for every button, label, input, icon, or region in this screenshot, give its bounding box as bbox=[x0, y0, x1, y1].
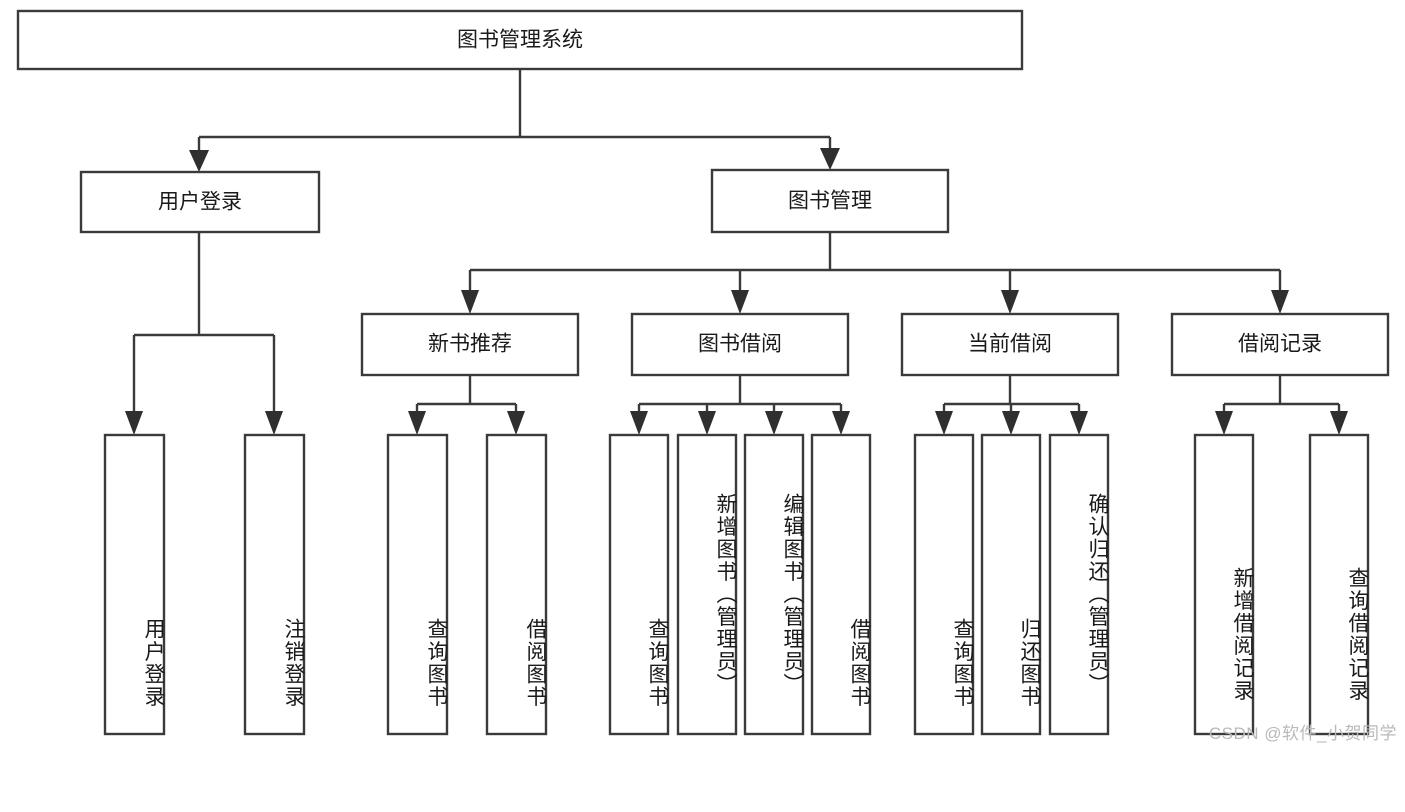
node-book-manage-box[interactable] bbox=[710, 168, 950, 234]
leaf-box-borrow-book-2[interactable] bbox=[810, 433, 872, 736]
node-current-borrow-box[interactable] bbox=[900, 312, 1120, 377]
diagram-canvas: 图书管理系统 用户登录 图书管理 新书推荐 图书借阅 当前借阅 借阅记录 bbox=[16, 9, 1390, 736]
arrowhead-leaf-query-book-3 bbox=[935, 411, 953, 435]
leaf-box-add-record[interactable] bbox=[1193, 433, 1255, 736]
arrowhead-user-login bbox=[189, 150, 209, 172]
leaf-box-edit-book[interactable] bbox=[743, 433, 805, 736]
node-book-manage-label: 图书管理 bbox=[788, 190, 872, 213]
arrowhead-leaf-confirm-return bbox=[1070, 411, 1088, 435]
node-current-borrow-label: 当前借阅 bbox=[968, 333, 1052, 356]
leaf-box-user-login[interactable] bbox=[103, 433, 166, 736]
node-user-login-box[interactable] bbox=[79, 170, 321, 234]
leaf-box-query-book-1[interactable] bbox=[386, 433, 449, 736]
node-layer: 图书管理系统 用户登录 图书管理 新书推荐 图书借阅 当前借阅 借阅记录 bbox=[16, 9, 1390, 736]
node-borrow-record-label: 借阅记录 bbox=[1238, 333, 1322, 356]
node-book-borrow-label: 图书借阅 bbox=[698, 333, 782, 356]
arrowhead-book-borrow bbox=[731, 290, 749, 314]
node-root-box[interactable] bbox=[16, 9, 1024, 71]
arrowhead-leaf-user-login bbox=[125, 411, 143, 435]
leaf-box-add-book[interactable] bbox=[676, 433, 738, 736]
arrowhead-leaf-return-book bbox=[1002, 411, 1020, 435]
node-user-login-label: 用户登录 bbox=[158, 191, 242, 214]
connector-layer bbox=[125, 69, 1348, 435]
arrowhead-leaf-borrow-book-2 bbox=[832, 411, 850, 435]
arrowhead-new-book-rec bbox=[461, 290, 479, 314]
node-root-label: 图书管理系统 bbox=[457, 29, 583, 52]
flowchart-diagram: 图书管理系统 用户登录 图书管理 新书推荐 图书借阅 当前借阅 借阅记录 bbox=[16, 9, 1397, 743]
leaf-box-query-book-2[interactable] bbox=[608, 433, 670, 736]
arrowhead-leaf-edit-book bbox=[765, 411, 783, 435]
arrowhead-leaf-borrow-book-1 bbox=[507, 411, 525, 435]
leaf-box-confirm-return[interactable] bbox=[1048, 433, 1110, 736]
leaf-box-return-book[interactable] bbox=[980, 433, 1042, 736]
arrowhead-leaf-query-book-1 bbox=[408, 411, 426, 435]
leaf-box-query-book-3[interactable] bbox=[913, 433, 975, 736]
csdn-watermark: CSDN @软件_小贺同学 bbox=[1208, 724, 1397, 743]
arrowhead-current-borrow bbox=[1001, 290, 1019, 314]
arrowhead-leaf-query-book-2 bbox=[630, 411, 648, 435]
node-borrow-record-box[interactable] bbox=[1170, 312, 1390, 377]
arrowhead-book-manage bbox=[820, 148, 840, 170]
leaf-box-logout[interactable] bbox=[243, 433, 306, 736]
arrowhead-leaf-query-record bbox=[1330, 411, 1348, 435]
arrowhead-leaf-logout bbox=[265, 411, 283, 435]
node-new-book-rec-label: 新书推荐 bbox=[428, 333, 512, 356]
node-new-book-rec-box[interactable] bbox=[360, 312, 580, 377]
arrowhead-leaf-add-book bbox=[698, 411, 716, 435]
leaf-box-query-record[interactable] bbox=[1308, 433, 1370, 736]
arrowhead-leaf-add-record bbox=[1215, 411, 1233, 435]
arrowhead-borrow-record bbox=[1271, 290, 1289, 314]
leaf-box-borrow-book-1[interactable] bbox=[485, 433, 548, 736]
node-book-borrow-box[interactable] bbox=[630, 312, 850, 377]
